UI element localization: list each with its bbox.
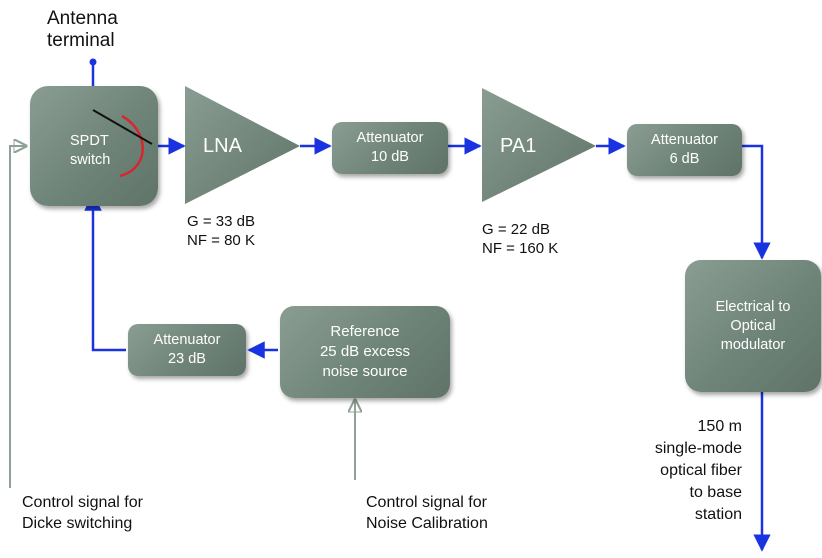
pa1-name: PA1 <box>500 135 537 157</box>
switch-label-line2: switch <box>70 152 111 168</box>
fiber-line1: 150 m <box>697 418 742 435</box>
electrical-to-optical-modulator-block: Electrical to Optical modulator <box>685 260 821 392</box>
fiber-label: 150 m single-mode optical fiber to base … <box>655 416 742 526</box>
attenuator-23db-block: Attenuator 23 dB <box>128 324 246 376</box>
dicke-control-label: Control signal for Dicke switching <box>22 492 143 534</box>
att1-label-line1: Attenuator <box>356 130 424 146</box>
lna-noise-figure: NF = 80 K <box>187 232 255 249</box>
noisecal-control-label: Control signal for Noise Calibration <box>366 492 488 534</box>
reference-line3: noise source <box>322 363 408 380</box>
reference-noise-source-block: Reference 25 dB excess noise source <box>280 306 450 398</box>
switch-label-line1: SPDT <box>70 133 109 149</box>
reference-line2: 25 dB excess <box>319 343 411 360</box>
modulator-line1: Electrical to <box>715 298 791 315</box>
fiber-line4: to base <box>689 484 742 501</box>
noisecal-line2: Noise Calibration <box>366 515 488 532</box>
att3-label-line1: Attenuator <box>153 332 221 348</box>
lna-amplifier-shape <box>185 86 300 204</box>
fiber-line5: station <box>694 506 742 523</box>
fiber-line3: optical fiber <box>660 462 742 479</box>
antenna-terminal-dot <box>89 58 97 66</box>
att3-to-switch-arrow <box>84 193 126 352</box>
noisecal-line1: Control signal for <box>366 494 487 511</box>
modulator-line2: Optical <box>730 317 776 334</box>
antenna-line1: Antenna <box>47 8 118 29</box>
att2-to-modulator-arrow <box>742 144 771 260</box>
pa1-noise-figure: NF = 160 K <box>482 240 559 257</box>
att2-label-line1: Attenuator <box>651 132 718 148</box>
pa1-gain: G = 22 dB <box>482 221 550 238</box>
pa1-amplifier-shape <box>482 88 596 202</box>
lna-gain: G = 33 dB <box>187 213 255 230</box>
antenna-line2: terminal <box>47 30 115 51</box>
reference-line1: Reference <box>330 323 400 340</box>
dicke-line1: Control signal for <box>22 494 143 511</box>
pa1-specs: G = 22 dB NF = 160 K <box>482 220 558 258</box>
attenuator-6db-block: Attenuator 6 dB <box>627 124 742 176</box>
modulator-line3: modulator <box>720 336 786 353</box>
antenna-terminal-label: Antenna terminal <box>47 8 118 52</box>
dicke-control-line <box>9 146 26 488</box>
att2-label-line2: 6 dB <box>669 151 700 167</box>
fiber-line2: single-mode <box>654 440 742 457</box>
spdt-switch-block: SPDT switch <box>30 86 158 206</box>
att1-label-line2: 10 dB <box>371 149 409 165</box>
att3-label-line2: 23 dB <box>168 351 206 367</box>
lna-specs: G = 33 dB NF = 80 K <box>187 212 255 250</box>
lna-name: LNA <box>203 135 242 157</box>
attenuator-10db-block: Attenuator 10 dB <box>332 122 448 174</box>
dicke-line2: Dicke switching <box>22 515 133 532</box>
